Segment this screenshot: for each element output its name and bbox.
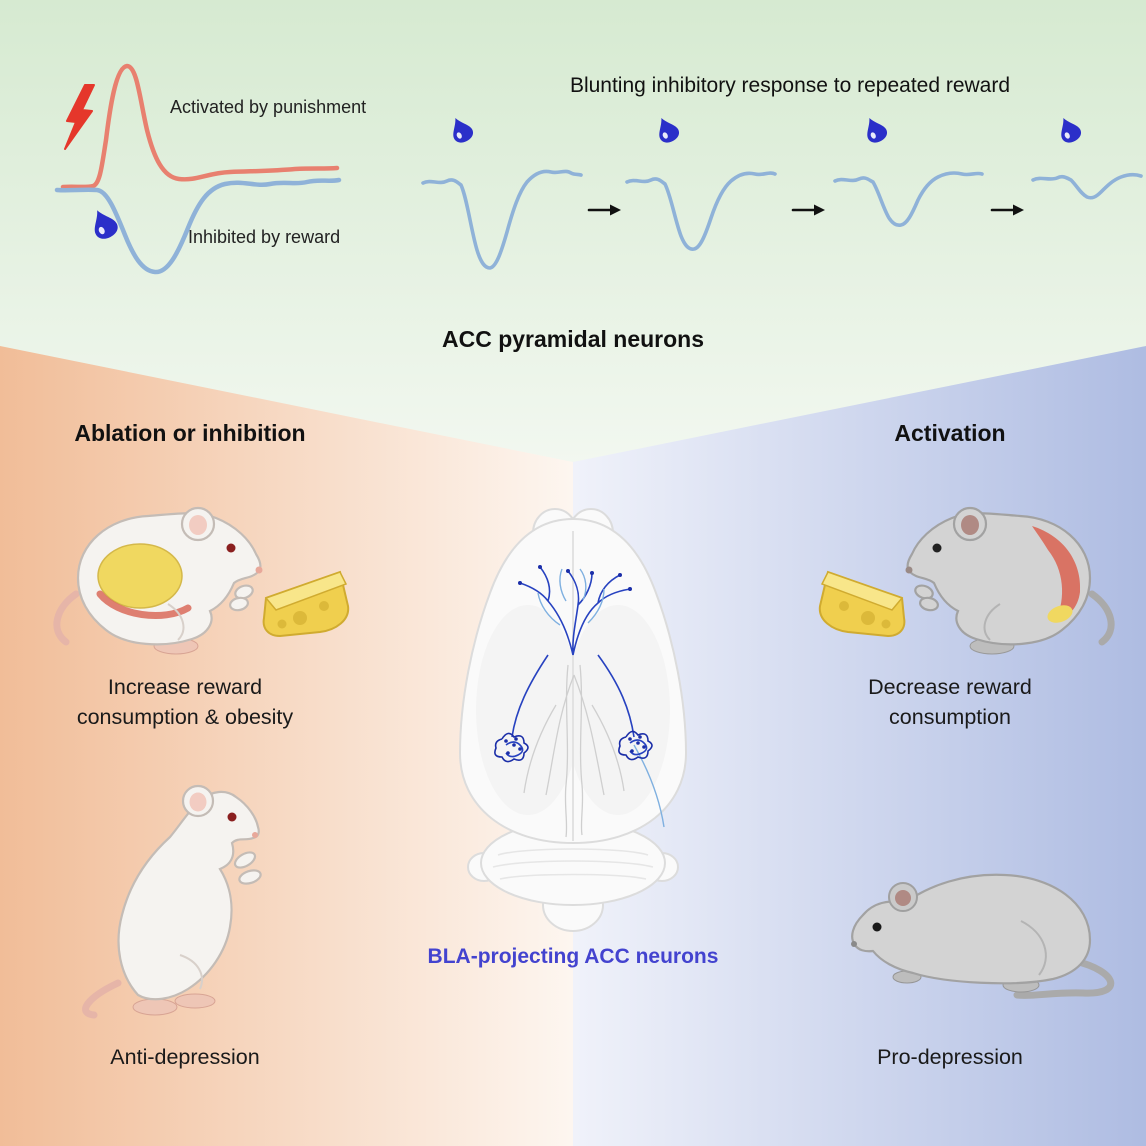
bla-projection-label: BLA-projecting ACC neurons <box>427 945 719 968</box>
mouse-nose <box>252 832 258 838</box>
obesity-patch <box>97 543 183 609</box>
mouse-eye <box>226 543 236 553</box>
punishment-trace <box>60 63 340 190</box>
drop-icon <box>446 113 476 146</box>
bla-cluster-right <box>618 730 653 761</box>
cheese-icon <box>818 570 906 638</box>
mouse-paw <box>234 584 254 600</box>
arrow-right-icon <box>791 204 825 216</box>
right-heading: Activation <box>894 420 1006 446</box>
mouse-tail <box>53 590 80 646</box>
blunting-title: Blunting inhibitory response to repeated… <box>569 74 1011 97</box>
blunting-trace-1 <box>421 169 583 270</box>
mouse-body <box>117 790 260 1001</box>
drop-icon <box>1054 113 1084 146</box>
reward-trace <box>54 177 342 275</box>
brain-dorsal-view <box>458 508 688 932</box>
mouse-nose <box>905 566 913 574</box>
fat-patch <box>1047 605 1073 623</box>
left-mood-caption: Anti-depression <box>110 1045 260 1069</box>
mouse-body <box>906 512 1092 646</box>
mouse-paw <box>238 869 262 885</box>
right-mood-caption: Pro-depression <box>877 1045 1023 1069</box>
acc-neuron-cluster <box>518 565 632 656</box>
arrow-right-icon <box>587 204 621 216</box>
blunting-trace-4 <box>1031 172 1143 200</box>
drop-icon <box>860 113 890 146</box>
drop-icon <box>652 113 682 146</box>
punishment-label: Activated by punishment <box>170 97 367 117</box>
mouse-tail <box>1013 957 1115 999</box>
white-mouse-eating-illustration <box>53 506 350 655</box>
blunting-trace-2 <box>625 171 777 251</box>
mouse-foot <box>132 998 178 1016</box>
mouse-body <box>851 873 1092 985</box>
projection-axons <box>511 654 635 738</box>
gray-mouse-hunched-illustration <box>851 873 1115 999</box>
mouse-eye <box>227 812 237 822</box>
activation-patch <box>1032 526 1081 620</box>
mouse-tail <box>82 979 122 1019</box>
arrow-right-icon <box>990 204 1024 216</box>
mouse-eye <box>932 543 942 553</box>
white-mouse-rearing-illustration <box>82 784 262 1019</box>
punishment-reward-trace-plot <box>54 63 342 275</box>
mouse-paw <box>233 851 257 869</box>
reward-label: Inhibited by reward <box>188 227 341 247</box>
right-reward-caption: Decrease reward consumption <box>868 675 1032 730</box>
mouse-nose <box>255 566 263 574</box>
gray-fibers <box>523 664 625 838</box>
mouse-eye <box>872 922 882 932</box>
mouse-nose <box>851 941 857 947</box>
blunting-trace-3 <box>833 171 984 228</box>
mouse-foot <box>174 993 216 1009</box>
left-reward-caption: Increase reward consumption & obesity <box>76 675 294 730</box>
mouse-paw <box>914 584 934 600</box>
mouse-paw <box>229 596 249 612</box>
lightning-icon <box>64 84 95 150</box>
left-heading: Ablation or inhibition <box>74 420 306 446</box>
cheese-icon <box>262 570 350 638</box>
blunting-trace-series <box>421 113 1143 270</box>
mouse-tail <box>1088 590 1115 646</box>
inflammation-crescent <box>96 590 192 620</box>
acc-neurons-label: ACC pyramidal neurons <box>442 326 704 352</box>
gray-mouse-eating-illustration <box>818 506 1115 655</box>
bla-cluster-left <box>494 732 529 763</box>
mouse-paw <box>919 596 939 612</box>
